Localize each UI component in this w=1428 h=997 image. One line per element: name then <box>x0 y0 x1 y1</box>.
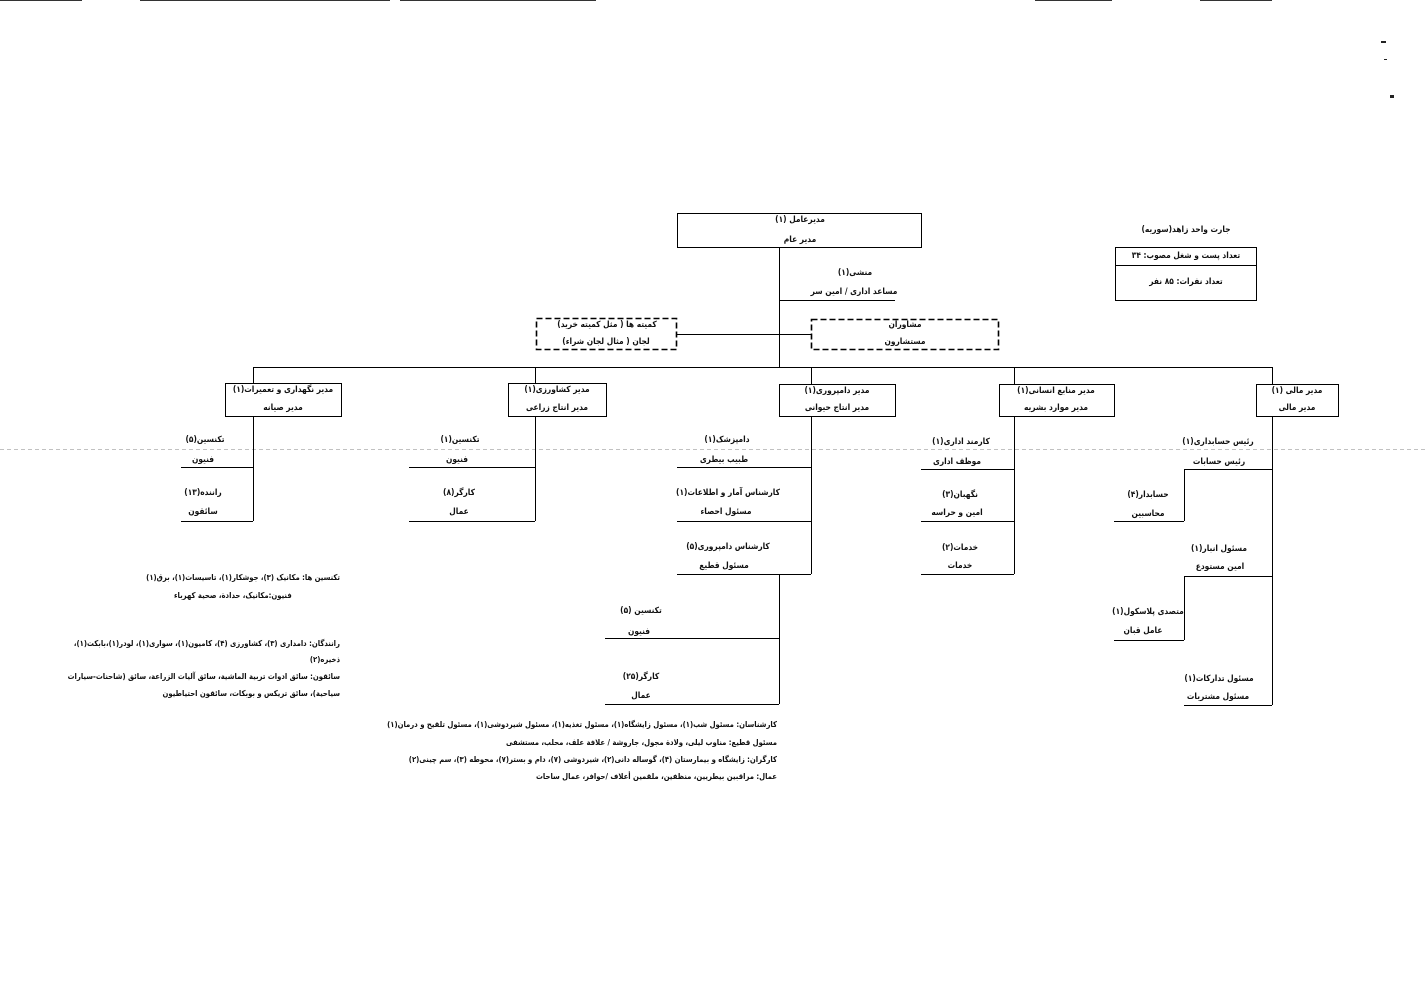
chart-title: جارت واحد زاهد(سوریه) <box>1141 225 1231 235</box>
finance-chief-accountant-ar: رئیس حسابات <box>1192 457 1246 467</box>
hr-clerk-fa: کارمند اداری(۱) <box>932 437 990 447</box>
agriculture-head-box <box>508 383 607 417</box>
finance-head-fa: مدیر مالی (۱) <box>1271 386 1323 396</box>
advisors-dashed-box <box>810 318 1000 351</box>
finance-warehouse-ar: امین مستودع <box>1195 562 1245 572</box>
livestock-vet-ar: طبیب بیطری <box>699 455 749 465</box>
advisors-title-fa: مشاوران <box>888 320 922 330</box>
hr-head-box <box>999 384 1115 417</box>
maintenance-note: ذخیره(۲) <box>309 655 340 664</box>
approved-posts-count: تعداد پست و شغل مصوب: ۳۴ <box>1131 251 1241 261</box>
maintenance-note: فنیون:مکانیک، حدادة، صحیة کهرباء <box>174 591 292 600</box>
livestock-statistics-fa: کارشناس آمار و اطلاعات(۱) <box>676 488 780 498</box>
agriculture-worker-fa: کارگر(۸) <box>443 488 475 498</box>
livestock-head-ar: مدیر انتاج حیوانی <box>804 403 870 413</box>
info-box <box>1115 247 1257 301</box>
agriculture-head-ar: مدیر انتاج زراعی <box>525 403 589 413</box>
scan-mark <box>1381 41 1386 43</box>
ceo-title-ar: مدیر عام <box>783 235 817 245</box>
agriculture-head-fa: مدیر کشاورزی(۱) <box>524 385 590 395</box>
livestock-expert-fa: کارشناس دامپروری(۵) <box>686 542 770 552</box>
livestock-technician-ar: فنیون <box>627 627 651 637</box>
hr-clerk-ar: موظف اداری <box>932 457 982 467</box>
hr-services-fa: خدمات(۲) <box>941 543 979 553</box>
advisors-title-ar: مستشارون <box>884 337 926 347</box>
hr-guard-ar: امین و حراسه <box>931 508 983 518</box>
hr-head-ar: مدیر موارد بشریه <box>1023 403 1089 413</box>
committees-title-ar: لجان ( مثال لجان شراء) <box>562 337 650 347</box>
finance-procurement-fa: مسئول تدارکات(۱) <box>1184 674 1254 684</box>
maintenance-note: سیاحیة)، سائق تریکس و بوبکات، سائقون احت… <box>162 689 340 698</box>
livestock-note: عمال: مراقبین بیطریین، منظفین، ملقمین أع… <box>535 772 777 781</box>
committees-title-fa: کمیته ها ( مثل کمیته خرید) <box>557 320 657 330</box>
maintenance-technician-ar: فنیون <box>191 455 215 465</box>
ceo-title-fa: مدیرعامل (۱) <box>775 215 825 225</box>
livestock-note: مسئول قطیع: مناوب لیلی، ولادة مجول، جارو… <box>506 738 777 747</box>
maintenance-driver-fa: راننده(۱۳) <box>184 488 222 498</box>
finance-head-box <box>1256 384 1339 417</box>
finance-head-ar: مدیر مالی <box>1278 403 1316 413</box>
committees-dashed-box <box>535 317 678 351</box>
livestock-note: کارشناسان: مسئول شب(۱)، مسئول زایشگاه(۱)… <box>387 720 777 729</box>
hr-head-fa: مدیر منابع انسانی(۱) <box>1017 386 1095 396</box>
ceo-box <box>677 213 922 248</box>
secretary-title-fa: منشی(۱) <box>837 268 873 278</box>
livestock-vet-fa: دامپزشک(۱) <box>704 435 750 445</box>
livestock-worker-fa: کارگر(۲۵) <box>622 672 660 682</box>
livestock-head-box <box>779 384 896 417</box>
livestock-expert-ar: مسئول قطیع <box>699 561 749 571</box>
scan-mark <box>1390 95 1394 98</box>
scan-mark <box>1384 59 1387 60</box>
maintenance-head-fa: مدیر نگهداری و تعمیرات(۱) <box>232 385 334 395</box>
maintenance-note: سائقون: سائق ادوات تربیة الماشیة، سائق آ… <box>67 672 341 681</box>
hr-guard-fa: نگهبان(۳) <box>942 490 978 500</box>
maintenance-note: تکنسین ها: مکانیک (۳)، جوشکار(۱)، تاسیسا… <box>146 573 340 582</box>
livestock-note: کارگران: زایشگاه و بیمارستان (۴)، گوساله… <box>408 755 777 764</box>
finance-chief-accountant-fa: رئیس حسابداری(۱) <box>1182 437 1254 447</box>
finance-scale-operator-ar: عامل قبان <box>1123 626 1163 636</box>
finance-procurement-ar: مسئول مشتریات <box>1186 692 1250 702</box>
livestock-worker-ar: عمال <box>631 691 651 701</box>
livestock-statistics-ar: مسئول احصاء <box>700 507 752 517</box>
finance-accountant-fa: حسابدار(۴) <box>1127 490 1169 500</box>
finance-warehouse-fa: مسئول انبار(۱) <box>1190 544 1248 554</box>
headcount: تعداد نفرات: ۸۵ نفر <box>1149 277 1223 287</box>
maintenance-note: رانندگان: دامداری (۳)، کشاورزی (۴)، کامی… <box>73 639 340 648</box>
secretary-title-ar: مساعد اداری / امین سر <box>810 287 898 297</box>
agriculture-worker-ar: عمال <box>449 507 469 517</box>
finance-scale-operator-fa: متصدی پلاسکول(۱) <box>1112 607 1184 617</box>
maintenance-head-ar: مدیر صیانه <box>263 403 303 413</box>
maintenance-head-box <box>225 383 342 417</box>
livestock-head-fa: مدیر دامپروری(۱) <box>804 386 870 396</box>
maintenance-driver-ar: سائقون <box>188 507 218 517</box>
agriculture-technician-fa: تکنسین(۱) <box>440 435 480 445</box>
livestock-technician-fa: تکنسین (۵) <box>620 606 662 616</box>
agriculture-technician-ar: فنیون <box>445 455 469 465</box>
maintenance-technician-fa: تکنسین(۵) <box>185 435 225 445</box>
hr-services-ar: خدمات <box>947 561 973 571</box>
finance-accountant-ar: محاسبین <box>1131 509 1165 519</box>
